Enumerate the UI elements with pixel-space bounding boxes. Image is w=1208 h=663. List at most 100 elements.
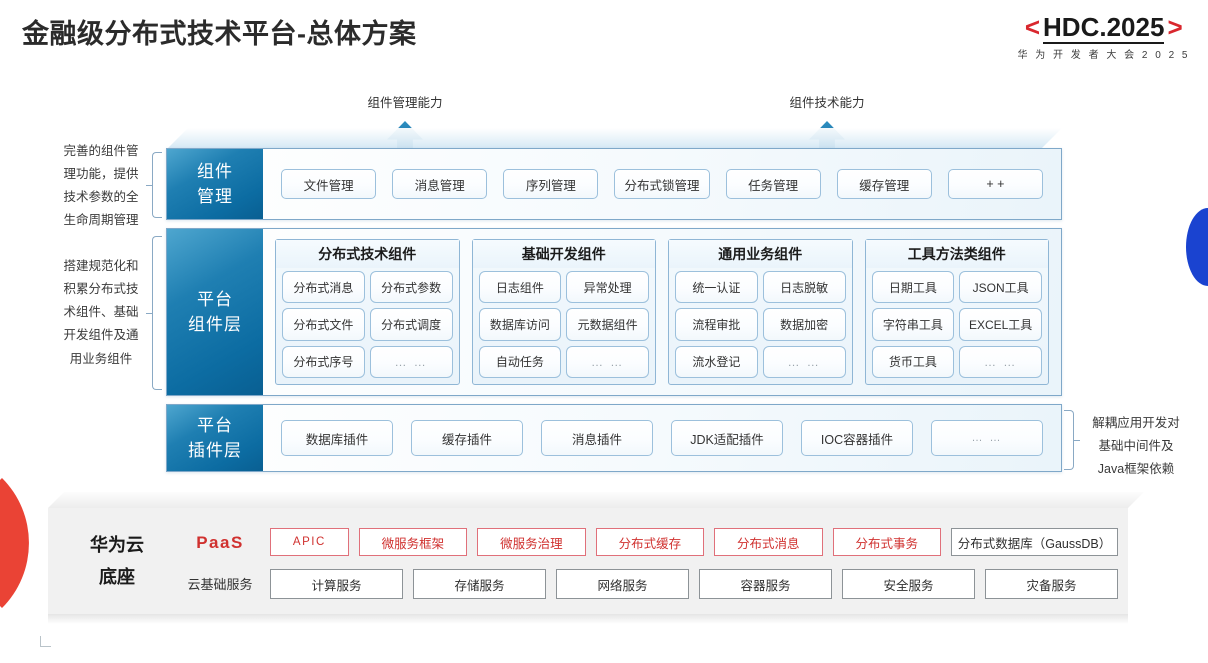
- bracket-left-top: [146, 152, 162, 218]
- component-chip[interactable]: 流水登记: [675, 345, 758, 378]
- component-chip[interactable]: 序列管理: [503, 169, 599, 199]
- component-management-body: 文件管理 消息管理 序列管理 分布式锁管理 任务管理 缓存管理 + +: [263, 149, 1061, 219]
- component-group: 分布式技术组件 分布式消息 分布式参数 分布式文件 分布式调度 分布式序号 … …: [275, 239, 460, 385]
- component-chip[interactable]: 异常处理: [566, 271, 649, 304]
- arrow-label-component-management: 组件管理能力: [367, 96, 443, 110]
- component-chip[interactable]: 缓存管理: [836, 169, 932, 199]
- platform-component-layer: 平台 组件层 分布式技术组件 分布式消息 分布式参数 分布式文件 分布式调度 分…: [166, 228, 1062, 396]
- component-chip[interactable]: 自动任务: [478, 345, 562, 378]
- plugin-items: 数据库插件 缓存插件 消息插件 JDK适配插件 IOC容器插件 … …: [263, 420, 1061, 456]
- cloud-base-title-line: 底座: [99, 566, 135, 587]
- component-chip[interactable]: 分布式参数: [369, 271, 453, 304]
- plugin-chip[interactable]: JDK适配插件: [671, 420, 783, 456]
- component-chip[interactable]: 数据加密: [762, 308, 846, 341]
- component-chip[interactable]: EXCEL工具: [959, 308, 1042, 341]
- cloud-base-title-line: 华为云: [90, 535, 144, 555]
- cloud-service-chip[interactable]: 容器服务: [699, 569, 832, 599]
- group-title: 通用业务组件: [669, 240, 852, 268]
- side-label-line: 组件层: [188, 315, 242, 334]
- plugin-chip[interactable]: 消息插件: [541, 420, 653, 456]
- plugin-chip[interactable]: 缓存插件: [411, 420, 523, 456]
- component-chip[interactable]: 元数据组件: [566, 308, 649, 341]
- component-group: 基础开发组件 日志组件 异常处理 数据库访问 元数据组件 自动任务 … …: [471, 239, 656, 385]
- cloud-service-chip[interactable]: 网络服务: [556, 569, 689, 599]
- side-label-line: 组件: [197, 161, 233, 181]
- component-chip[interactable]: 任务管理: [725, 169, 821, 199]
- note-line: 术组件、基础: [63, 305, 139, 320]
- group-items: 统一认证 日志脱敏 流程审批 数据加密 流水登记 … …: [669, 268, 852, 384]
- plugin-chip-more[interactable]: … …: [931, 420, 1043, 456]
- note-line: 积累分布式技: [63, 282, 139, 297]
- blue-lens-decoration: [1186, 208, 1208, 286]
- component-chip[interactable]: 货币工具: [871, 345, 955, 378]
- note-line: 用业务组件: [69, 351, 133, 366]
- platform-component-body: 分布式技术组件 分布式消息 分布式参数 分布式文件 分布式调度 分布式序号 … …: [263, 229, 1061, 395]
- note-line: 完善的组件管: [63, 144, 139, 158]
- component-chip[interactable]: 消息管理: [392, 169, 488, 199]
- note-line: 基础中间件及: [1098, 439, 1174, 454]
- paas-chip[interactable]: 微服务框架: [358, 528, 468, 556]
- note-line: 技术参数的全: [63, 190, 139, 205]
- paas-chip[interactable]: 分布式消息: [714, 528, 823, 556]
- plugin-chip[interactable]: 数据库插件: [281, 420, 393, 456]
- component-chip-more[interactable]: … …: [566, 345, 649, 378]
- platform-plugin-layer: 平台 插件层 数据库插件 缓存插件 消息插件 JDK适配插件 IOC容器插件 ……: [166, 404, 1062, 472]
- cloud-base-top-face: [48, 492, 1144, 508]
- page-title: 金融级分布式技术平台-总体方案: [22, 19, 417, 49]
- paas-service-row: APIC 微服务框架 微服务治理 分布式缓存 分布式消息 分布式事务 分布式数据…: [270, 528, 1119, 556]
- paas-chip[interactable]: 分布式事务: [832, 528, 941, 556]
- component-chip[interactable]: 字符串工具: [871, 308, 955, 341]
- platform-component-side-label: 平台 组件层: [167, 229, 263, 395]
- note-line: Java框架依赖: [1097, 462, 1175, 477]
- component-chip[interactable]: 日志组件: [478, 271, 562, 304]
- component-chip[interactable]: 分布式锁管理: [614, 169, 710, 199]
- component-group: 通用业务组件 统一认证 日志脱敏 流程审批 数据加密 流水登记 … …: [668, 239, 853, 385]
- cloud-service-chip[interactable]: 安全服务: [842, 569, 975, 599]
- note-right-plugin-layer: 解耦应用开发对 基础中间件及 Java框架依赖: [1074, 412, 1198, 481]
- component-chip[interactable]: 数据库访问: [478, 308, 562, 341]
- cloud-service-chip[interactable]: 计算服务: [270, 569, 403, 599]
- component-chip[interactable]: 日志脱敏: [762, 271, 846, 304]
- logo-open-bracket: <: [1024, 12, 1041, 42]
- plugin-chip[interactable]: IOC容器插件: [801, 420, 913, 456]
- component-chip[interactable]: JSON工具: [959, 271, 1042, 304]
- component-management-items: 文件管理 消息管理 序列管理 分布式锁管理 任务管理 缓存管理 + +: [263, 169, 1061, 199]
- paas-chip[interactable]: 微服务治理: [477, 528, 586, 556]
- component-chip-more[interactable]: … …: [762, 345, 846, 378]
- component-chip-more[interactable]: … …: [369, 345, 453, 378]
- cloud-base-title: 华为云 底座: [62, 530, 172, 593]
- paas-chip-database[interactable]: 分布式数据库（GaussDB）: [951, 528, 1119, 556]
- component-chip-more[interactable]: … …: [959, 345, 1042, 378]
- component-chip[interactable]: 文件管理: [281, 169, 377, 199]
- side-label-line: 平台: [197, 289, 233, 309]
- component-group: 工具方法类组件 日期工具 JSON工具 字符串工具 EXCEL工具 货币工具 ……: [864, 239, 1049, 385]
- component-management-side-label: 组件 管理: [167, 149, 263, 219]
- component-chip[interactable]: 流程审批: [675, 308, 758, 341]
- side-label-line: 插件层: [188, 441, 242, 460]
- component-chip[interactable]: 日期工具: [871, 271, 955, 304]
- cloud-service-chip[interactable]: 存储服务: [413, 569, 546, 599]
- cloud-service-chip[interactable]: 灾备服务: [985, 569, 1118, 599]
- bracket-right: [1064, 410, 1080, 470]
- component-chip[interactable]: 分布式调度: [369, 308, 453, 341]
- component-chip[interactable]: 统一认证: [675, 271, 758, 304]
- side-label-line: 平台: [197, 415, 233, 435]
- logo-text: HDC.2025: [1043, 12, 1165, 44]
- component-chip[interactable]: 分布式消息: [282, 271, 365, 304]
- group-title: 分布式技术组件: [276, 240, 459, 268]
- group-title: 基础开发组件: [472, 240, 655, 268]
- component-chip[interactable]: 分布式序号: [282, 345, 365, 378]
- stack-top-face: [166, 128, 1062, 150]
- logo-subtitle: 华 为 开 发 者 大 会 2 0 2 5: [1017, 50, 1190, 61]
- logo-close-bracket: >: [1167, 12, 1183, 42]
- note-line: 解耦应用开发对: [1092, 416, 1180, 430]
- side-label-line: 管理: [197, 187, 233, 206]
- paas-chip[interactable]: 分布式缓存: [595, 528, 705, 556]
- paas-chip[interactable]: APIC: [270, 528, 349, 556]
- group-items: 分布式消息 分布式参数 分布式文件 分布式调度 分布式序号 … …: [276, 268, 459, 384]
- component-chip[interactable]: 分布式文件: [282, 308, 365, 341]
- component-chip-add-more[interactable]: + +: [947, 169, 1043, 199]
- cloud-base-shadow: [48, 614, 1128, 624]
- paas-label: PaaS: [196, 533, 244, 552]
